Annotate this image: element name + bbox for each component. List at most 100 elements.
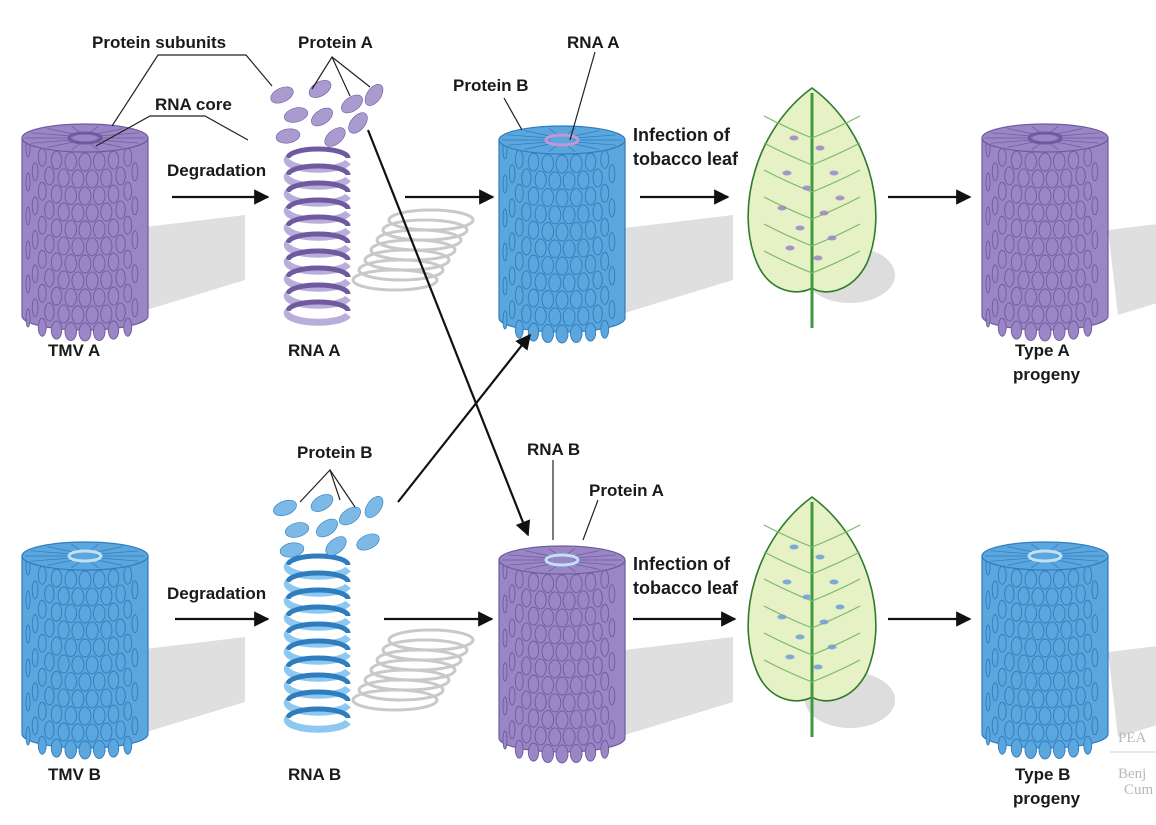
- cylinder-top: [21, 123, 149, 153]
- virus-lesion: [813, 255, 823, 261]
- virus-lesion: [815, 145, 825, 151]
- rna-b-coil: [283, 553, 351, 733]
- coil-turn: [283, 579, 351, 597]
- coil-turn: [283, 308, 351, 326]
- tmv-a-virus-cylinder: [21, 123, 149, 342]
- leader-protein-a-lower: [582, 499, 599, 541]
- leader-rna-a-top: [569, 51, 596, 141]
- protein-subunit: [316, 518, 338, 538]
- virus-lesion: [777, 205, 787, 211]
- leader-protein-b-lower-2: [329, 469, 356, 508]
- coil-turn: [283, 664, 351, 682]
- rna-a-coil: [283, 146, 351, 326]
- protein-subunit: [324, 127, 346, 147]
- virus-lesion: [819, 210, 829, 216]
- virus-lesion: [829, 579, 839, 585]
- label-type-b-2: progeny: [1013, 789, 1081, 808]
- label-rna-b-lower: RNA B: [527, 440, 580, 459]
- protein-subunit: [279, 542, 305, 558]
- tmv-b-virus-cylinder: [21, 541, 149, 760]
- label-protein-a-lower: Protein A: [589, 481, 664, 500]
- coil-turn: [283, 698, 351, 716]
- coil-turn: [283, 613, 351, 631]
- protein-subunit: [339, 506, 361, 526]
- coil-turn: [283, 596, 351, 614]
- leader-lines: [95, 51, 599, 541]
- protein-subunit: [348, 112, 368, 134]
- protein-subunit: [364, 496, 384, 518]
- cast-shadow: [608, 637, 733, 737]
- label-degradation-top: Degradation: [167, 161, 266, 180]
- arrow-protein-b-to-top: [397, 333, 531, 503]
- coil-turn: [283, 647, 351, 665]
- protein-subunit: [275, 128, 301, 144]
- cylinder-top: [498, 125, 626, 155]
- coil-turn: [283, 630, 351, 648]
- virus-lesion: [815, 554, 825, 560]
- virus-lesion: [835, 195, 845, 201]
- arrow-protein-a-to-bottom: [366, 129, 531, 537]
- virus-lesion: [777, 614, 787, 620]
- protein-subunit: [341, 94, 363, 114]
- label-rna-b-bottom: RNA B: [288, 765, 341, 784]
- watermark-line-3: Cum: [1124, 782, 1154, 798]
- tobacco-leaf-bottom: [747, 496, 877, 737]
- leader-rna-core: [95, 115, 249, 147]
- virus-lesion: [785, 245, 795, 251]
- label-type-a-2: progeny: [1013, 365, 1081, 384]
- label-infection-bottom-2: tobacco leaf: [633, 578, 739, 598]
- cylinder-top: [21, 541, 149, 571]
- coil-turn: [283, 155, 351, 173]
- protein-subunit: [356, 533, 380, 551]
- protein-subunit: [364, 84, 384, 106]
- coil-shadow: [351, 628, 475, 712]
- leader-protein-b-top: [503, 97, 523, 131]
- label-type-b-1: Type B: [1015, 765, 1070, 784]
- coil-turn: [283, 172, 351, 190]
- label-infection-top-2: tobacco leaf: [633, 149, 739, 169]
- protein-subunit: [325, 536, 347, 556]
- cast-shadow: [120, 215, 245, 315]
- label-rna-a-top: RNA A: [567, 33, 620, 52]
- virus-lesion: [795, 634, 805, 640]
- rna-core-ring: [544, 553, 580, 567]
- virus-lesion: [835, 604, 845, 610]
- coil-turn: [283, 681, 351, 699]
- rna-core-ring: [67, 549, 103, 563]
- label-type-a-1: Type A: [1015, 341, 1070, 360]
- coil-turn: [283, 291, 351, 309]
- virus-lesion: [789, 544, 799, 550]
- label-degradation-bottom: Degradation: [167, 584, 266, 603]
- reconstituted-virus-protein-b-rna-a: [498, 125, 626, 344]
- leader-protein-a-top-2: [331, 56, 371, 88]
- cylinder-top: [981, 123, 1109, 153]
- protein-subunit: [273, 499, 297, 517]
- virus-lesion: [789, 135, 799, 141]
- coil-turn: [283, 189, 351, 207]
- cylinder-top: [981, 541, 1109, 571]
- rna-core-ring: [1027, 549, 1063, 563]
- label-rna-core: RNA core: [155, 95, 232, 114]
- protein-subunit: [308, 80, 332, 98]
- virus-lesion: [782, 170, 792, 176]
- rna-core-ring: [544, 133, 580, 147]
- protein-subunit: [283, 107, 309, 123]
- label-tmv-a: TMV A: [48, 341, 100, 360]
- virus-lesion: [813, 664, 823, 670]
- virus-lesion: [819, 619, 829, 625]
- coil-turn: [283, 206, 351, 224]
- rna-core-ring: [67, 131, 103, 145]
- coil-turn: [283, 223, 351, 241]
- virus-lesion: [795, 225, 805, 231]
- shadows-layer: [120, 208, 1156, 737]
- label-protein-subunits: Protein subunits: [92, 33, 226, 52]
- protein-a-subunits: [270, 80, 384, 147]
- tobacco-leaf-top: [747, 87, 877, 328]
- protein-subunit: [270, 86, 294, 104]
- label-infection-top-1: Infection of: [633, 125, 731, 145]
- type-a-progeny-virus: [981, 123, 1109, 342]
- label-protein-b-lower: Protein B: [297, 443, 373, 462]
- coil-turn: [283, 715, 351, 733]
